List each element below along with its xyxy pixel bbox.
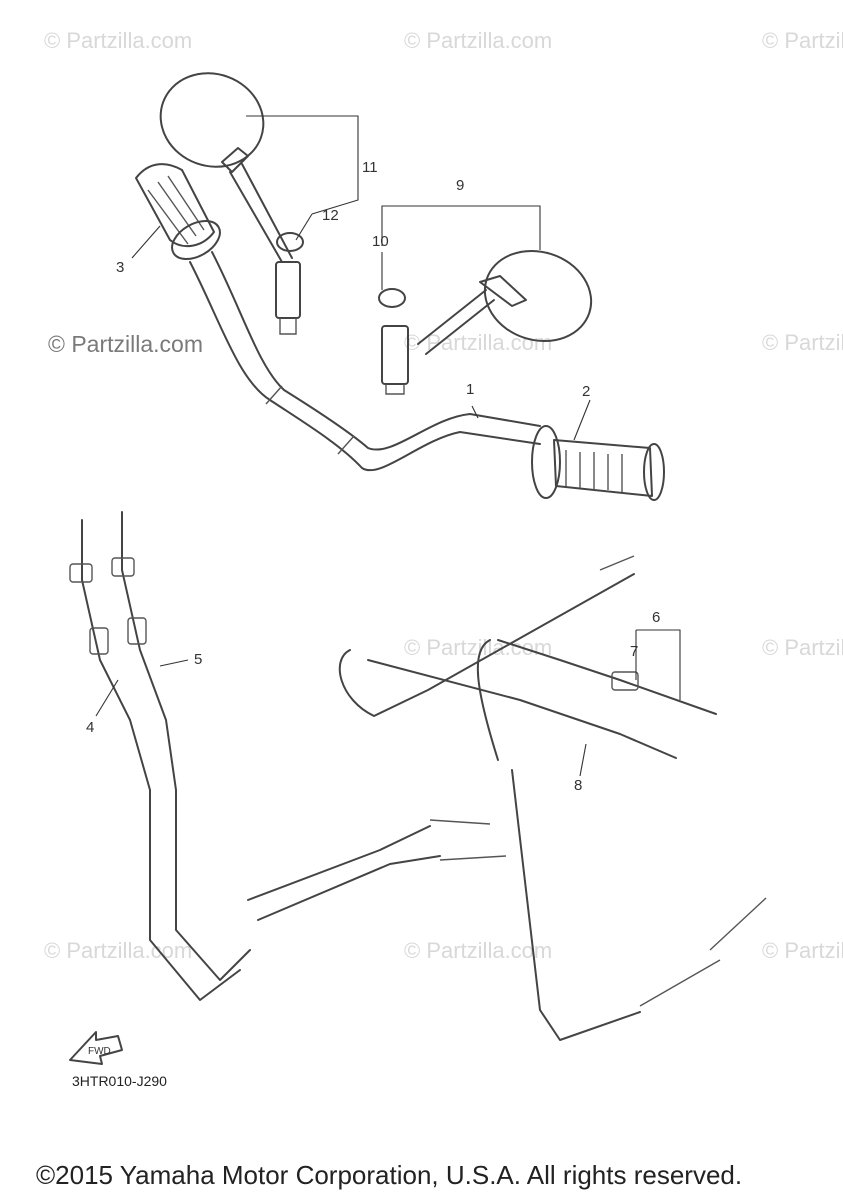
callout-11: 11 [362,159,378,176]
diagram-code: 3HTR010-J290 [72,1073,167,1089]
callout-1: 1 [466,381,474,398]
copyright-notice: ©2015 Yamaha Motor Corporation, U.S.A. A… [36,1160,743,1190]
watermark-text: © Partzilla.com [404,330,552,355]
watermark-text: © Partzilla.com [44,938,192,963]
callout-2: 2 [582,383,590,400]
watermark-text: © Partzilla.com [48,331,203,357]
callout-3: 3 [116,259,124,276]
clutch-cable [476,639,767,1041]
callout-6: 6 [652,609,660,626]
callout-5: 5 [194,651,202,668]
choke-cable [338,555,677,759]
callout-4: 4 [86,719,94,736]
watermark-text: © Partzilla.com [44,28,192,53]
callout-7: 7 [630,643,638,660]
watermark-layer: © Partzilla.com © Partzilla.com © Partzi… [44,28,843,963]
callout-12: 12 [322,207,339,224]
callout-9: 9 [456,177,464,194]
fwd-arrow: FWD [69,1031,123,1065]
mirror-cap-12 [276,232,304,252]
leader-lines [95,115,681,777]
watermark-text: © Partzilla.com [762,635,843,660]
callout-10: 10 [372,233,389,250]
right-grip [531,425,665,501]
left-mirror [159,72,301,335]
left-grip [135,163,221,260]
callouts: 1 2 3 4 5 6 7 8 9 10 11 12 [86,159,660,794]
watermark-text: © Partzilla.com [404,28,552,53]
handlebar [189,251,541,472]
watermark-text: © Partzilla.com [762,330,843,355]
mirror-cap-10 [378,288,406,308]
watermark-text: © Partzilla.com [404,938,552,963]
watermark-text: © Partzilla.com [762,28,843,53]
throttle-cables [69,511,507,1001]
right-mirror [381,249,593,395]
callout-8: 8 [574,777,582,794]
watermark-text: © Partzilla.com [762,938,843,963]
fwd-label: FWD [88,1046,111,1057]
